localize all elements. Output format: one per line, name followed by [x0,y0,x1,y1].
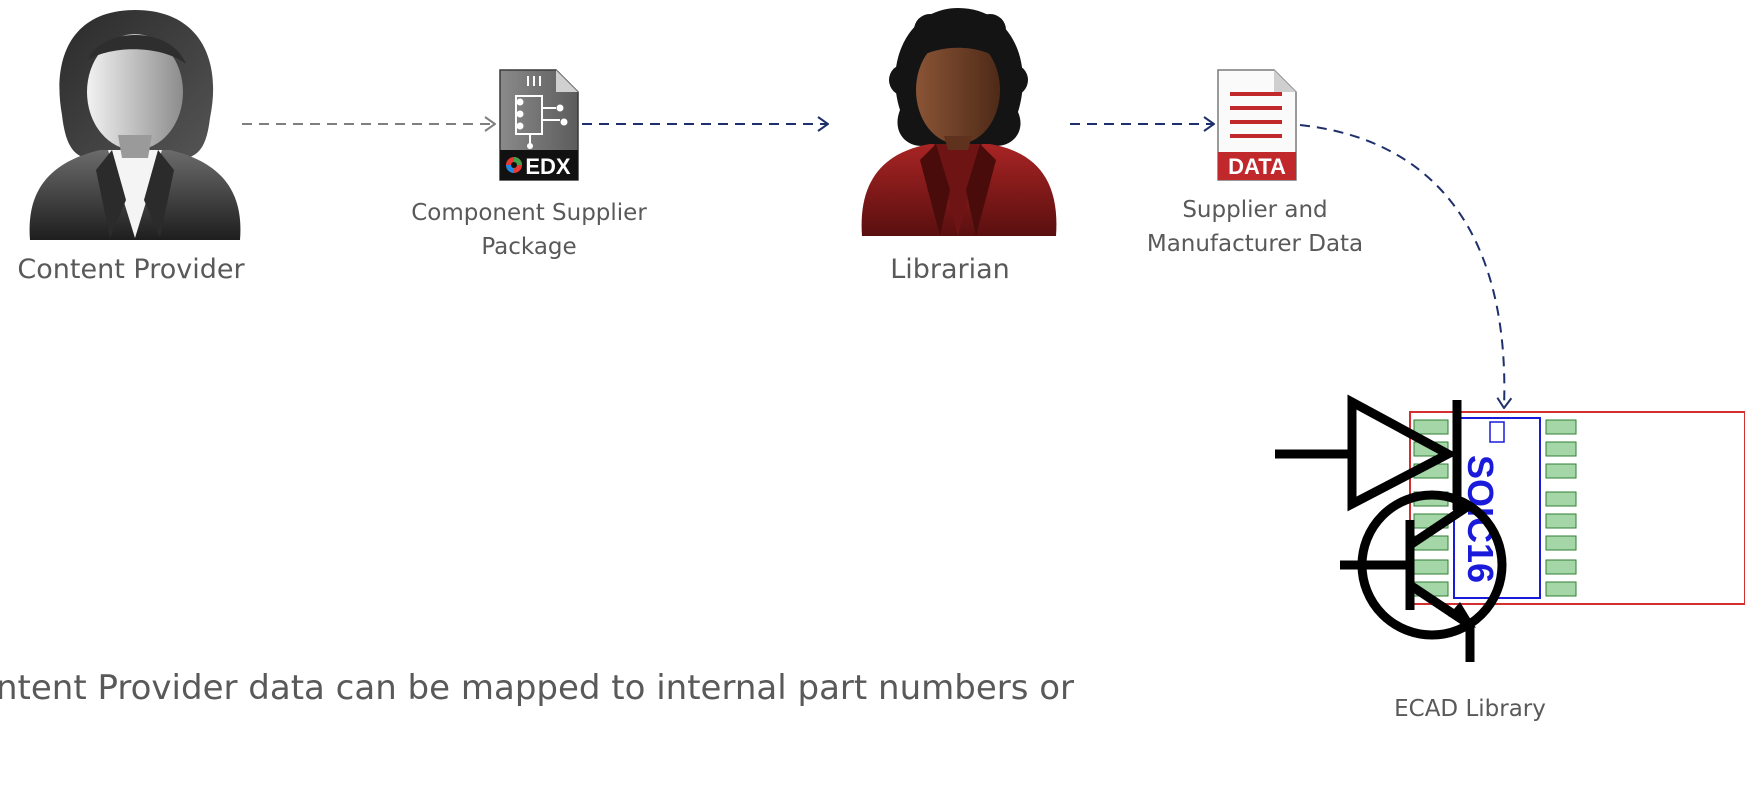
footer-line1: ntent Provider data can be mapped to int… [0,668,1075,708]
component-package-label: Component Supplier Package [390,196,668,264]
edx-logo-icon [506,157,522,173]
data-file-icon: DATA [1217,69,1297,181]
supplier-data-label: Supplier and Manufacturer Data [1120,193,1390,261]
ecad-library-icon: SOIC16 [1275,394,1745,662]
supplier-data-line1: Supplier and [1182,197,1328,223]
component-package-line1: Component Supplier [411,200,647,226]
footer-caption: ntent Provider data can be mapped to int… [0,664,1074,712]
data-badge-label: DATA [1228,154,1286,179]
librarian-label: Librarian [890,254,1010,285]
content-provider-icon [29,10,241,240]
data-to-library-arrow [1299,124,1504,408]
edx-package-icon: EDX [499,69,579,181]
supplier-data-line2: Manufacturer Data [1146,231,1364,257]
content-provider-label: Content Provider [17,254,245,285]
edx-badge-label: EDX [525,154,571,179]
component-package-line2: Package [481,234,577,260]
librarian-icon [861,8,1057,236]
ecad-library-label: ECAD Library [1394,696,1546,722]
